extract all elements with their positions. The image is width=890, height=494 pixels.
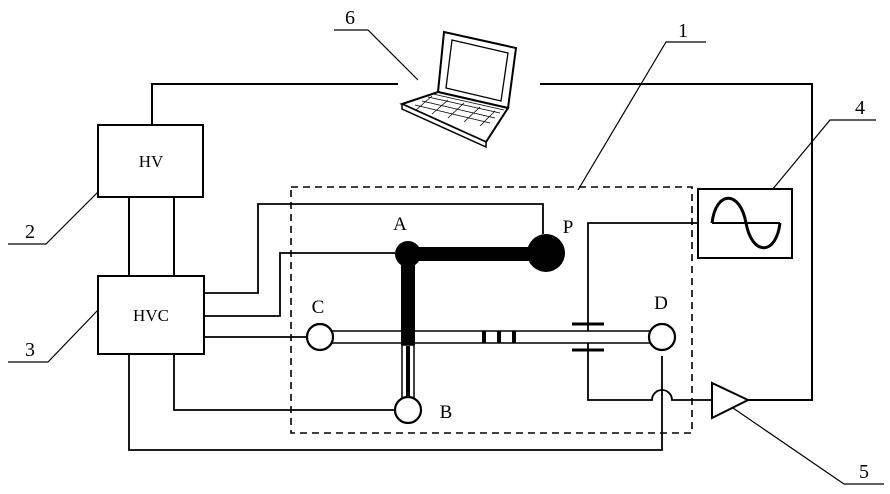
detection-mark-2 xyxy=(497,331,501,343)
callout-4: 4 xyxy=(855,97,865,119)
wire-hvc-to-d xyxy=(129,354,662,450)
reservoir-d xyxy=(649,324,675,350)
label-c: C xyxy=(312,297,325,318)
detection-mark-3 xyxy=(512,331,516,343)
reservoir-p xyxy=(527,234,565,272)
callout-1: 1 xyxy=(678,20,688,42)
wire-generator-electrode xyxy=(588,223,698,323)
callout-leader-6 xyxy=(334,30,418,80)
amplifier-triangle-icon xyxy=(712,383,748,418)
callout-leader-3 xyxy=(8,310,98,362)
laptop-link-left xyxy=(152,84,398,125)
callout-3: 3 xyxy=(25,339,35,361)
callout-6: 6 xyxy=(345,7,355,29)
label-d: D xyxy=(654,293,668,314)
hvc-label: HVC xyxy=(133,306,169,325)
wire-hvc-to-b xyxy=(174,354,395,410)
callout-leader-2 xyxy=(8,192,98,244)
label-a: A xyxy=(393,214,407,235)
cross-junction xyxy=(401,331,415,343)
label-p: P xyxy=(563,217,574,238)
reservoir-a xyxy=(395,241,421,267)
callout-leader-1 xyxy=(578,42,706,190)
channel-a-p xyxy=(407,247,543,261)
hv-label: HV xyxy=(139,152,164,171)
label-b: B xyxy=(440,402,453,423)
callout-leader-4 xyxy=(772,120,876,190)
detection-mark-1 xyxy=(482,331,486,343)
callout-2: 2 xyxy=(25,221,35,243)
reservoir-b xyxy=(395,397,421,423)
laptop-icon xyxy=(402,32,516,147)
wire-pickup-to-amplifier xyxy=(588,350,712,400)
callout-5: 5 xyxy=(859,461,869,483)
wire-hvc-to-a xyxy=(204,253,395,316)
reservoir-c xyxy=(307,324,333,350)
